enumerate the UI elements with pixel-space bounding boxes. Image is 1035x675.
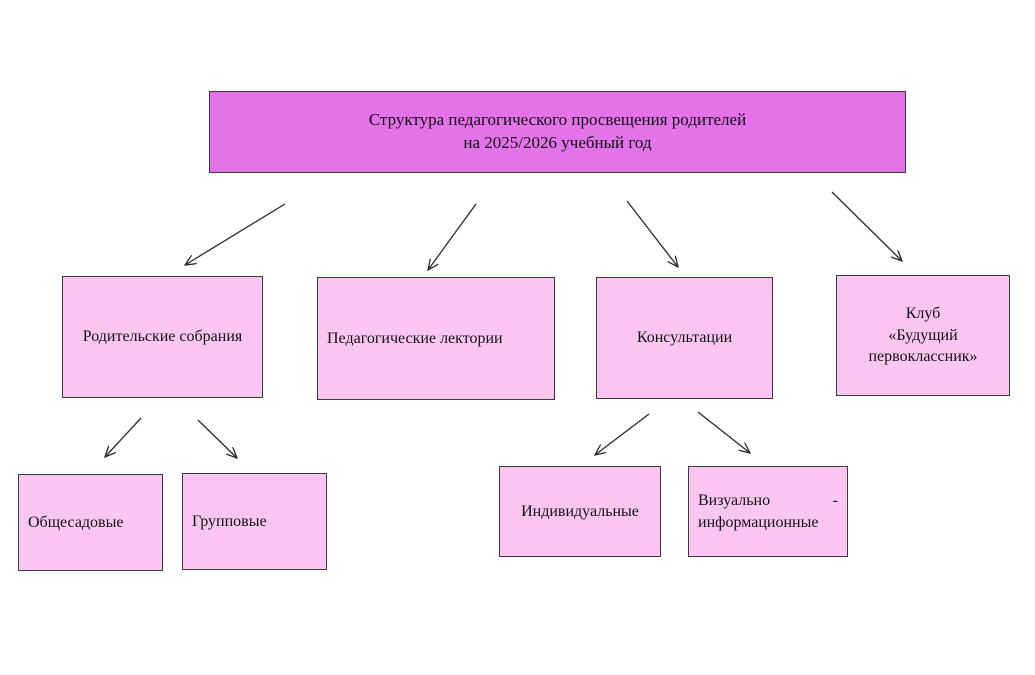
arrow-root-to-meetings xyxy=(185,203,286,265)
node-general-kindergarten-label: Общесадовые xyxy=(28,513,124,531)
node-club-future-first-grader: Клуб «Будущий первоклассник» xyxy=(836,275,1010,396)
node-individual: Индивидуальные xyxy=(499,466,661,557)
node-club-line1: Клуб xyxy=(905,305,941,323)
node-group: Групповые xyxy=(182,473,327,570)
node-visual-dash: - xyxy=(832,491,838,509)
node-individual-label: Индивидуальные xyxy=(521,502,639,520)
node-visual-informational: Визуально - информационные xyxy=(688,466,848,557)
node-visual-word2: информационные xyxy=(698,513,819,531)
node-visual-word1: Визуально xyxy=(698,491,771,509)
arrow-meetings-to-general xyxy=(105,417,142,457)
node-visual-line1: Визуально - xyxy=(698,490,838,512)
node-pedagogical-lectures-label: Педагогические лектории xyxy=(327,329,503,347)
node-consultations: Консультации xyxy=(596,277,773,399)
node-club-line2: «Будущий xyxy=(888,326,958,344)
root-node: Структура педагогического просвещения ро… xyxy=(209,91,906,173)
arrow-consultations-to-visual xyxy=(697,411,750,453)
root-title-line1: Структура педагогического просвещения ро… xyxy=(368,110,747,130)
node-club-line3: первоклассник» xyxy=(868,348,978,366)
node-parent-meetings-label: Родительские собрания xyxy=(82,328,243,346)
node-consultations-label: Консультации xyxy=(636,329,733,347)
node-group-label: Групповые xyxy=(192,512,267,530)
arrow-root-to-lectures xyxy=(428,203,477,270)
arrow-consultations-to-individual xyxy=(595,413,650,455)
root-title-line2: на 2025/2026 учебный год xyxy=(463,133,652,152)
arrow-root-to-club xyxy=(831,191,902,261)
arrow-meetings-to-group xyxy=(197,419,237,458)
node-pedagogical-lectures: Педагогические лектории xyxy=(317,277,555,400)
arrow-root-to-consultations xyxy=(626,200,678,267)
node-general-kindergarten: Общесадовые xyxy=(18,474,163,571)
node-parent-meetings: Родительские собрания xyxy=(62,276,263,398)
